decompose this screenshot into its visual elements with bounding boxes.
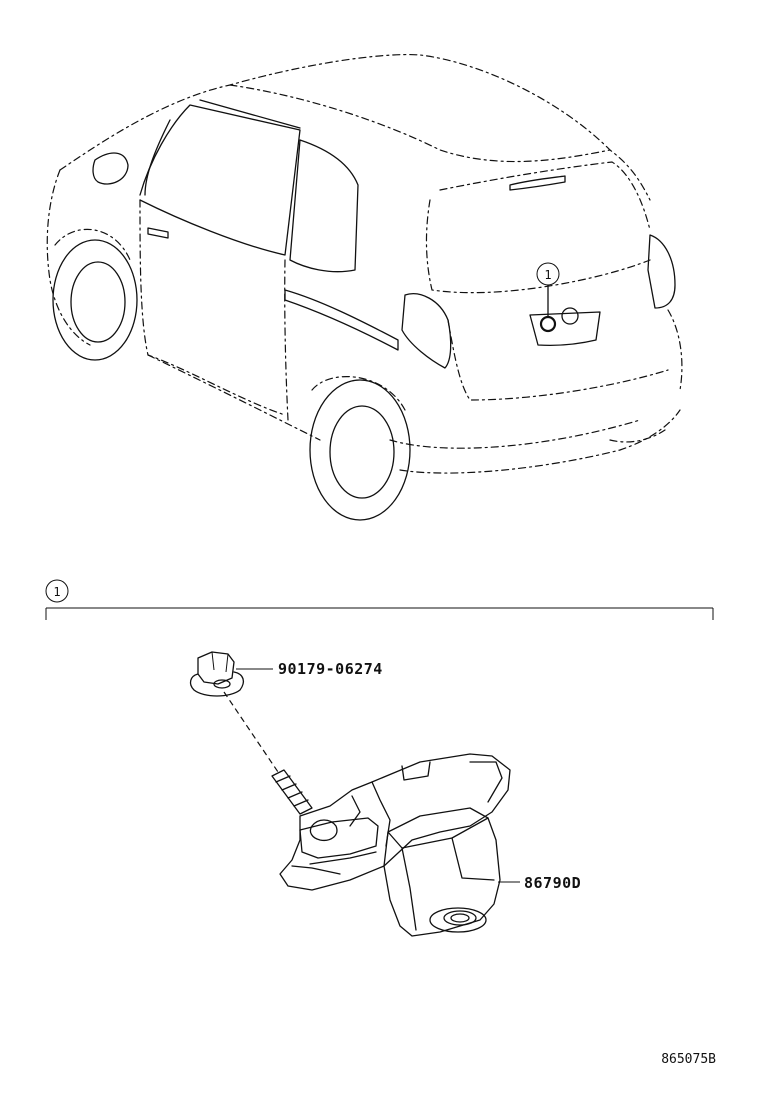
vehicle-illustration: 1: [46, 53, 683, 521]
vehicle-callout-number: 1: [544, 268, 551, 282]
camera-part: 86790D: [271, 753, 581, 937]
section-header: 1: [45, 579, 714, 620]
front-wheel: [52, 228, 138, 361]
illustration-code: 865075B: [661, 1052, 716, 1067]
rear-wheel: [309, 376, 411, 521]
nut-part: 90179-06274: [189, 651, 383, 773]
nut-part-number: 90179-06274: [278, 660, 383, 678]
vehicle-callout: 1: [536, 262, 560, 333]
section-number: 1: [53, 585, 60, 599]
camera-part-number: 86790D: [524, 874, 581, 892]
